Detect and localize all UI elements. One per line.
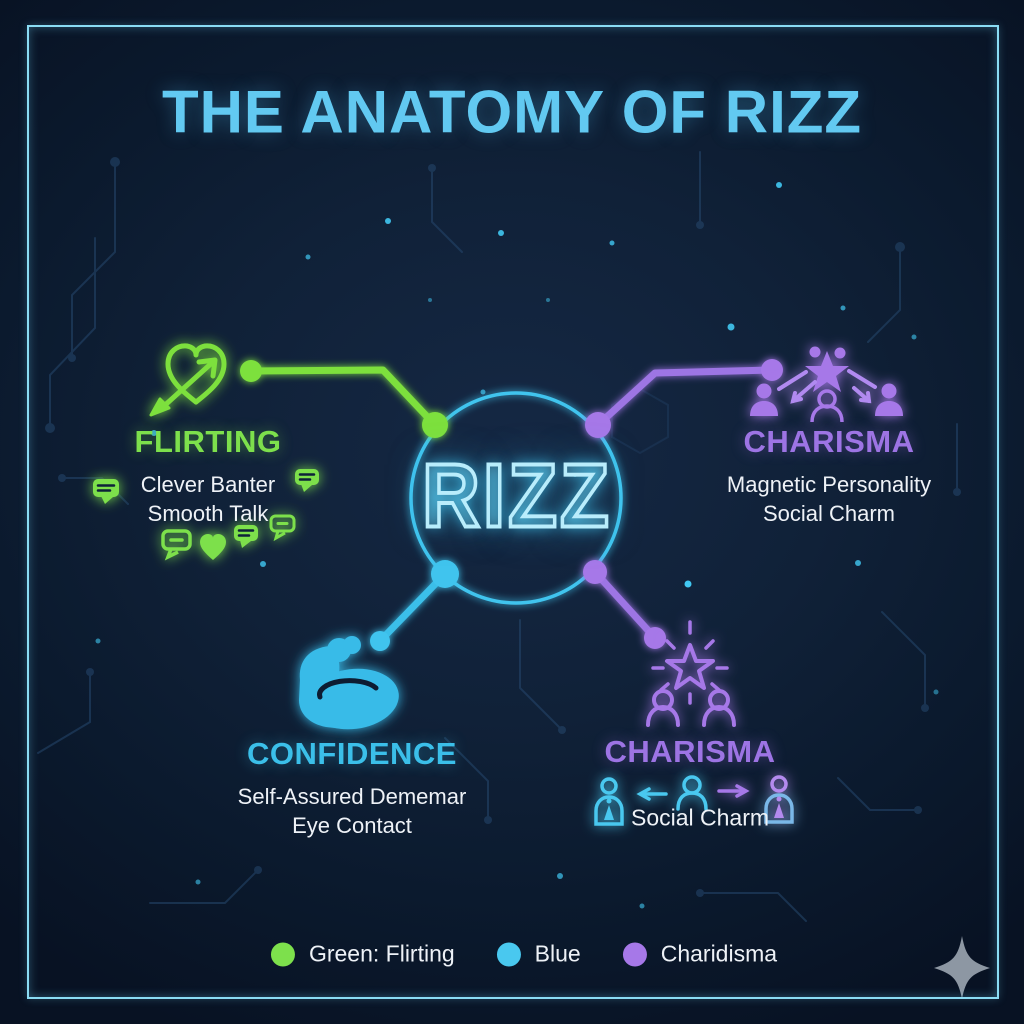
connector-flirting [240, 360, 448, 438]
section-flirting: FLIRTING Clever Banter Smooth Talk [135, 424, 282, 528]
charisma-bottom-line-1: Social Charm [630, 804, 770, 831]
connector-charisma-bottom [583, 560, 666, 649]
charisma-top-heading: CHARISMA [743, 424, 915, 459]
charisma-top-line-1: Magnetic Personality [726, 472, 932, 497]
center-node-circle [409, 391, 623, 605]
center-node-label: RIZZ [420, 444, 612, 548]
section-charisma-top: CHARISMA Magnetic Personality Social Cha… [727, 424, 931, 528]
legend: Green: Flirting Blue Charidisma [270, 940, 778, 968]
legend-dot-purple [622, 942, 647, 966]
flirting-heading: FLIRTING [134, 424, 282, 459]
background-sparkle-dots [95, 182, 939, 909]
circuit-traces-background [37, 151, 961, 922]
legend-item-charisma: Charidisma [622, 940, 778, 968]
confidence-heading: CONFIDENCE [247, 736, 457, 771]
legend-label: Blue [534, 940, 581, 967]
four-point-sparkle-icon [934, 936, 990, 999]
person-tie-icon [764, 775, 794, 824]
section-charisma-bottom: CHARISMA [604, 734, 775, 780]
left-arrow-icon [636, 787, 668, 801]
legend-item-flirting: Green: Flirting [270, 940, 455, 968]
legend-item-blue: Blue [496, 940, 581, 968]
right-arrow-icon [717, 784, 750, 798]
star-rays-people-icon [646, 620, 736, 727]
confidence-line-1: Self-Assured Dememar [237, 784, 467, 809]
charisma-top-line-2: Social Charm [762, 501, 896, 526]
flirting-line-1: Clever Banter [140, 472, 276, 497]
connector-charisma-top [585, 359, 783, 438]
legend-dot-blue [496, 942, 521, 966]
social-exchange-icon [594, 775, 794, 826]
page-title: THE ANATOMY OF RIZZ [161, 78, 863, 146]
section-confidence: CONFIDENCE Self-Assured Dememar Eye Cont… [238, 736, 467, 840]
star-celebration-people-icon [750, 346, 903, 423]
person-icon [676, 775, 708, 811]
heart-arrow-icon [149, 343, 227, 417]
flirting-line-2: Smooth Talk [147, 501, 269, 526]
legend-label: Charidisma [660, 940, 778, 967]
person-tie-icon [594, 777, 624, 826]
legend-dot-green [270, 942, 295, 966]
flexed-bicep-icon [299, 636, 399, 730]
charisma-bottom-heading: CHARISMA [604, 734, 776, 769]
confidence-line-2: Eye Contact [292, 813, 412, 838]
speech-bubbles-icon [93, 469, 319, 561]
heart-icon [200, 534, 226, 560]
legend-label: Green: Flirting [308, 940, 455, 967]
connector-confidence [370, 560, 459, 651]
